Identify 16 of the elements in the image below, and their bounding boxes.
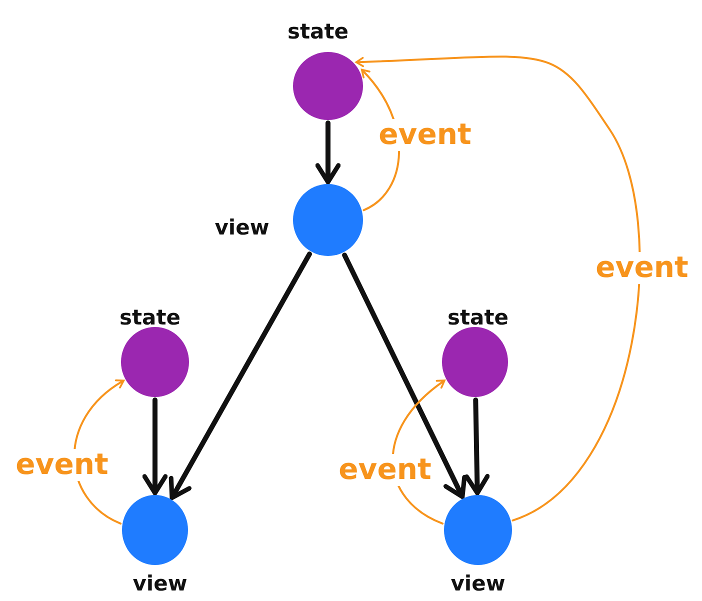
arrow xyxy=(464,398,490,496)
arrow xyxy=(142,398,168,496)
node-label: view xyxy=(132,574,188,594)
arrow xyxy=(168,252,312,500)
edge-label: event xyxy=(376,119,474,151)
node-label: view xyxy=(450,574,506,594)
arrow xyxy=(342,252,467,500)
edge-label: event xyxy=(336,454,434,486)
node-label: state xyxy=(120,308,180,328)
node-label: state xyxy=(288,22,348,42)
edge-label: event xyxy=(594,252,690,284)
node-label: view xyxy=(214,218,270,238)
arrow xyxy=(355,56,641,522)
node-label: state xyxy=(448,308,508,328)
edge-label: event xyxy=(14,449,110,481)
arrow xyxy=(315,120,341,184)
